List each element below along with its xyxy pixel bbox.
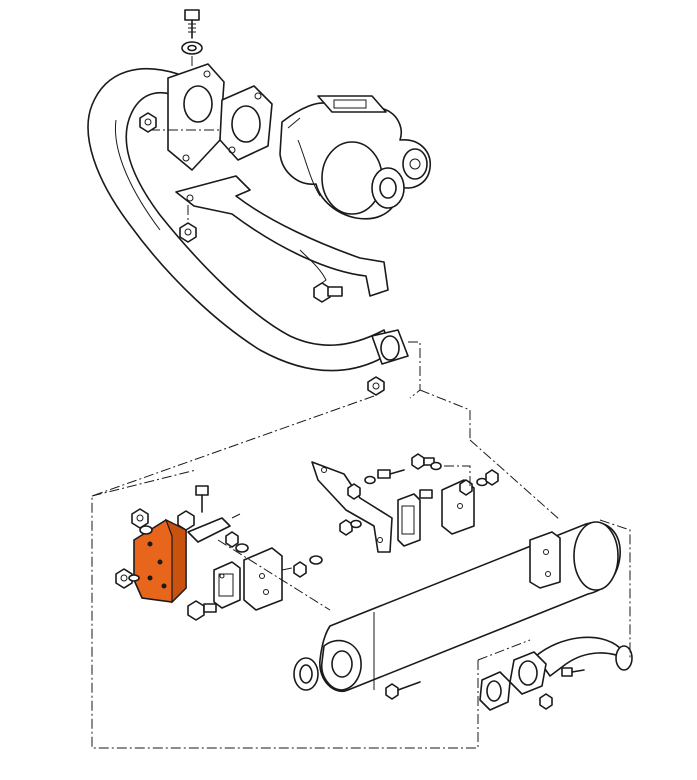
hanger-washer-b bbox=[364, 475, 376, 485]
flange-nut-left bbox=[139, 112, 157, 133]
bracket-bolt bbox=[313, 282, 343, 303]
hanger-washer-a bbox=[350, 519, 362, 529]
turbo-support-bracket bbox=[175, 175, 389, 297]
highlighted-mounting-bracket bbox=[133, 518, 187, 604]
muffler bbox=[319, 521, 621, 693]
bolt-washer bbox=[181, 41, 203, 55]
mount-nut-e bbox=[485, 469, 499, 486]
muffler-inlet-gasket bbox=[293, 657, 319, 691]
muffler-inlet-flange bbox=[320, 639, 362, 691]
turbo-flange-gasket bbox=[219, 85, 273, 161]
outlet-flange-nut bbox=[367, 376, 385, 396]
mount-nut-c bbox=[411, 453, 435, 470]
muffler-clamp-bolt bbox=[385, 681, 421, 700]
bracket-nut-left bbox=[115, 568, 133, 589]
rubber-mount-left bbox=[213, 561, 241, 609]
turbocharger bbox=[279, 95, 431, 220]
tailpipe bbox=[535, 636, 633, 677]
bracket-nut bbox=[179, 222, 197, 243]
bracket-stud-bolt bbox=[195, 485, 209, 513]
mount-washer-b bbox=[309, 555, 323, 565]
bracket-clip bbox=[187, 513, 241, 543]
bracket-small-nut bbox=[177, 510, 195, 531]
hanger-bolt bbox=[377, 469, 405, 479]
mount-nut-b bbox=[293, 561, 307, 578]
exhaust-downpipe bbox=[87, 67, 393, 372]
mount-nut-d bbox=[459, 479, 473, 496]
turbo-flange-bolt bbox=[184, 9, 200, 39]
mount-bracket-left bbox=[243, 547, 283, 611]
tailpipe-flange bbox=[509, 651, 547, 695]
muffler-bracket bbox=[529, 531, 561, 589]
hanger-nut-b bbox=[347, 483, 361, 500]
mount-washer-a bbox=[235, 543, 249, 553]
bracket-nut-top bbox=[131, 508, 149, 529]
downpipe-outlet-flange bbox=[371, 329, 409, 365]
rubber-mount-right bbox=[397, 493, 421, 547]
hanger-nut-a bbox=[339, 519, 353, 536]
tailpipe-clamp-bolt bbox=[561, 667, 585, 677]
lower-bolt-left bbox=[187, 600, 217, 621]
mount-bolt-c bbox=[419, 489, 433, 499]
tailpipe-nut bbox=[539, 693, 553, 710]
bracket-washer-top bbox=[139, 525, 153, 535]
mount-nut-a bbox=[225, 531, 239, 548]
tailpipe-gasket bbox=[479, 671, 511, 711]
bracket-washer-left bbox=[128, 574, 140, 582]
mount-washer-c bbox=[430, 461, 442, 471]
